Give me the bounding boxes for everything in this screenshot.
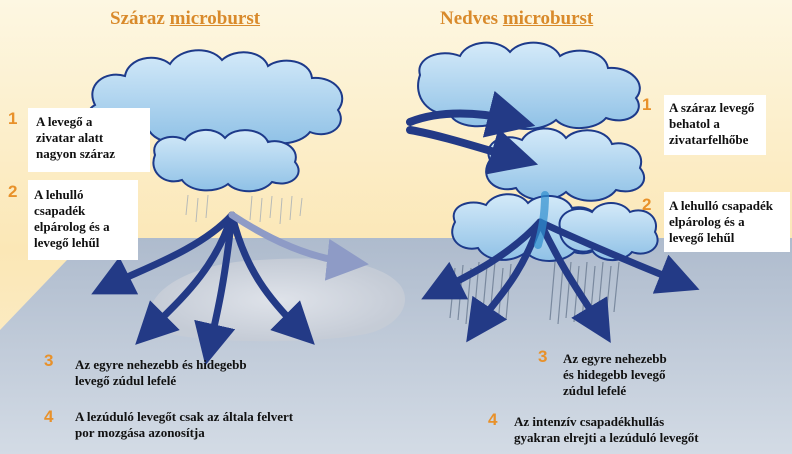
wet-step-4-number: 4 [488, 410, 498, 429]
dry-step-3-number: 3 [44, 351, 54, 370]
wet-step-2-box [664, 192, 790, 252]
dry-step-1-number: 1 [8, 109, 18, 128]
dry-title: Száraz microburst [110, 8, 260, 30]
dry-title-keyword: microburst [169, 8, 261, 29]
wet-step-3-number: 3 [538, 347, 548, 366]
dry-step-1-text: A levegő a zivatar alatt nagyon száraz [36, 114, 116, 161]
dry-faint-arrow [228, 211, 369, 281]
wet-step-2-number: 2 [642, 195, 652, 214]
dry-step-4-text: A lezúduló levegőt csak az általa felver… [75, 409, 294, 440]
wet-title-prefix: Nedves [440, 8, 503, 29]
wet-step-1-text: A száraz levegő behatol a zivatarfelhőbe [669, 100, 755, 147]
dry-step-2-number: 2 [8, 182, 18, 201]
wet-inflow-arrows [406, 90, 539, 175]
wet-inner-column [534, 191, 549, 249]
wet-step-3-text: Az egyre nehezebb és hidegebb levegő zúd… [563, 351, 667, 398]
dry-downdraft-arrows [91, 211, 315, 366]
dry-step-2-text: A lehulló csapadék elpárolog és a levegő… [34, 187, 110, 250]
wet-title-keyword: microburst [502, 8, 594, 29]
dry-step-1-box [28, 108, 150, 172]
wet-downdraft-arrows [421, 218, 700, 344]
dry-step-4-number: 4 [44, 407, 54, 426]
dry-step-2-box [28, 180, 138, 260]
dry-step-3-text: Az egyre nehezebb és hidegebb levegő zúd… [75, 357, 247, 388]
wet-step-1-number: 1 [642, 95, 652, 114]
wet-title: Nedves microburst [440, 8, 593, 30]
wet-step-4-text: Az intenzív csapadékhullás gyakran elrej… [514, 414, 699, 445]
wet-step-1-box [664, 95, 766, 155]
dry-rain-streaks [185, 194, 303, 225]
dry-cloud-top [87, 49, 344, 193]
dry-title-prefix: Száraz [110, 8, 170, 29]
wet-step-2-text: A lehulló csapadék elpárolog és a levegő… [669, 198, 774, 245]
